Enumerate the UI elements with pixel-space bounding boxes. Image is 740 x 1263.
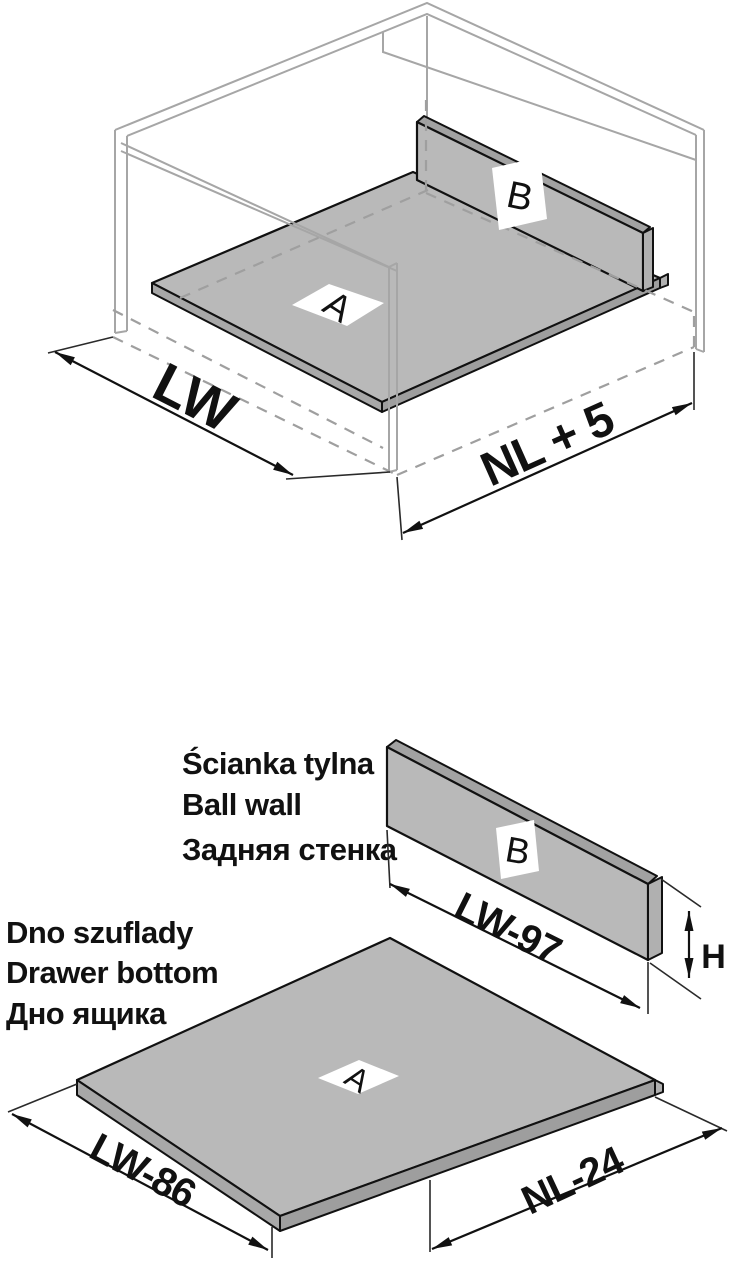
part-b-tag — [492, 157, 547, 230]
panel-a-part-corner-cap — [654, 1079, 664, 1096]
drawer-bottom-callout: Dno szuflady Drawer bottom Дно ящика — [6, 915, 219, 1031]
dimension-lw-label: LW — [144, 350, 247, 444]
dimension-h-label: H — [701, 938, 725, 976]
assembled-view: A B LW NL + 5 — [47, 1, 705, 541]
cabinet-wireframe — [114, 1, 705, 353]
drawer-bottom-name-pl: Dno szuflady — [6, 915, 194, 950]
panel-b-part-end-cap — [647, 876, 663, 961]
back-wall-name-ru: Задняя стенка — [182, 832, 398, 867]
drawer-bottom-name-en: Drawer bottom — [6, 955, 218, 990]
cabinet-front-post — [120, 142, 398, 473]
drawer-bottom-name-ru: Дно ящика — [6, 996, 167, 1031]
hidden-edges — [112, 100, 696, 477]
dimension-nl24-label: NL-24 — [515, 1138, 631, 1223]
panel-a-part: A — [75, 936, 664, 1232]
panel-a-corner-cap — [659, 273, 669, 289]
dimension-h: H — [649, 878, 726, 1000]
back-wall-name-pl: Ścianka tylna — [182, 745, 375, 781]
back-wall-callout: Ścianka tylna Ball wall Задняя стенка — [182, 745, 398, 867]
part-a-tag — [292, 284, 384, 326]
part-a-part-tag — [318, 1060, 399, 1094]
dimension-nl5-label: NL + 5 — [473, 392, 621, 497]
panel-b-end-cap — [642, 227, 654, 292]
panel-b-part: B — [385, 739, 663, 962]
back-wall-name-en: Ball wall — [182, 787, 302, 822]
parts-view: Ścianka tylna Ball wall Задняя стенка B … — [6, 739, 728, 1258]
part-b-part-tag — [496, 820, 539, 879]
